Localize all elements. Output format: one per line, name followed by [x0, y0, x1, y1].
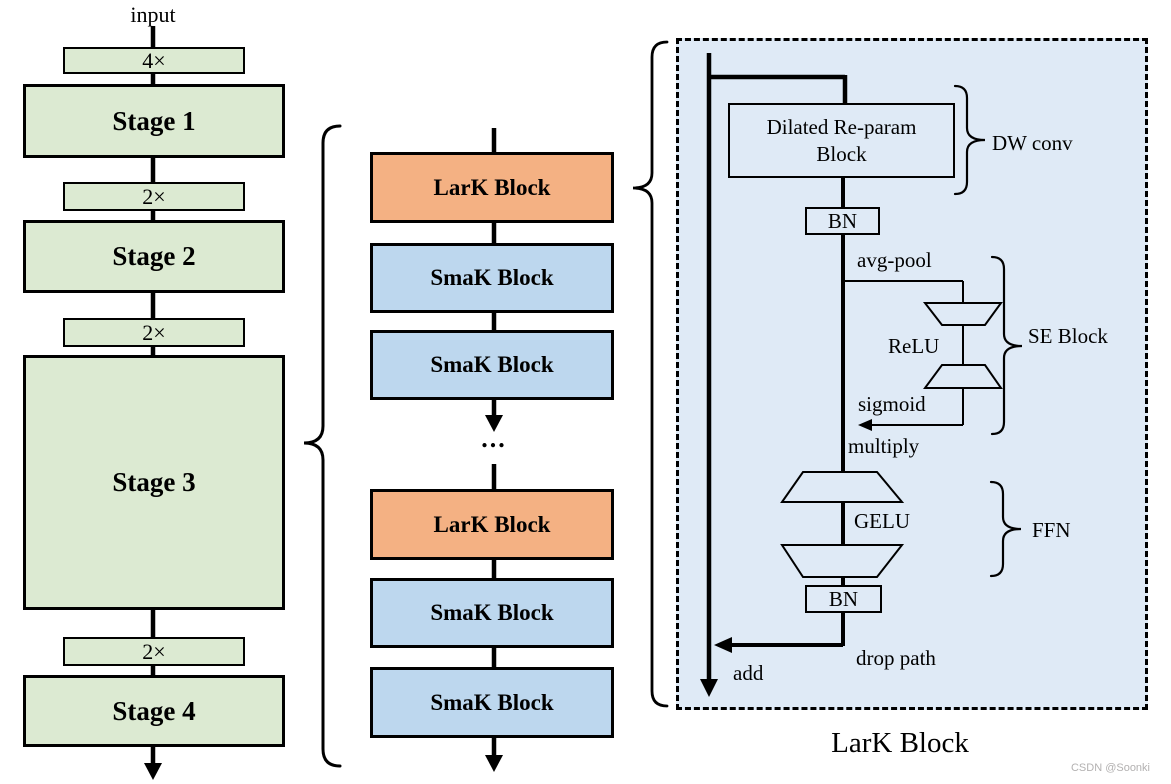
smak-block-4: SmaK Block: [370, 667, 614, 738]
stage4-box: Stage 4: [23, 675, 285, 747]
watermark: CSDN @Soonki: [1070, 762, 1150, 774]
ellipsis-label: ...: [481, 424, 507, 453]
downsample-box-2x-1: 2×: [63, 182, 245, 211]
lark-block-caption: LarK Block: [831, 727, 969, 759]
sigmoid-label: sigmoid: [858, 392, 926, 416]
lark-expand-brace: [632, 40, 669, 708]
multiply-label: multiply: [848, 434, 920, 458]
downsample-box-2x-3: 2×: [63, 637, 245, 666]
lark-block-1: LarK Block: [370, 152, 614, 223]
smak-block-3: SmaK Block: [370, 578, 614, 648]
downsample-box-4x: 4×: [63, 47, 245, 74]
add-label: add: [733, 661, 764, 685]
gelu-label: GELU: [854, 509, 910, 533]
avg-pool-label: avg-pool: [857, 248, 932, 272]
smak-block-2: SmaK Block: [370, 330, 614, 400]
bn-box-2: BN: [805, 585, 882, 613]
group2-down-arrow-icon: [485, 755, 503, 772]
input-label: input: [130, 2, 176, 27]
lark-block-2: LarK Block: [370, 489, 614, 560]
bn-box-1: BN: [805, 207, 880, 235]
stage2-box: Stage 2: [23, 220, 285, 293]
relu-label: ReLU: [888, 334, 940, 358]
smak-block-1: SmaK Block: [370, 243, 614, 313]
stage3-box: Stage 3: [23, 355, 285, 610]
drop-path-label: drop path: [856, 646, 936, 670]
stage1-box: Stage 1: [23, 84, 285, 158]
stage4-output-arrow-icon: [144, 763, 162, 780]
dilated-reparam-block: Dilated Re-param Block: [728, 103, 955, 178]
dw-conv-label: DW conv: [992, 131, 1073, 155]
stage3-expand-brace: [303, 124, 342, 768]
se-block-label: SE Block: [1028, 324, 1108, 348]
downsample-box-2x-2: 2×: [63, 318, 245, 347]
ffn-label: FFN: [1032, 518, 1071, 542]
